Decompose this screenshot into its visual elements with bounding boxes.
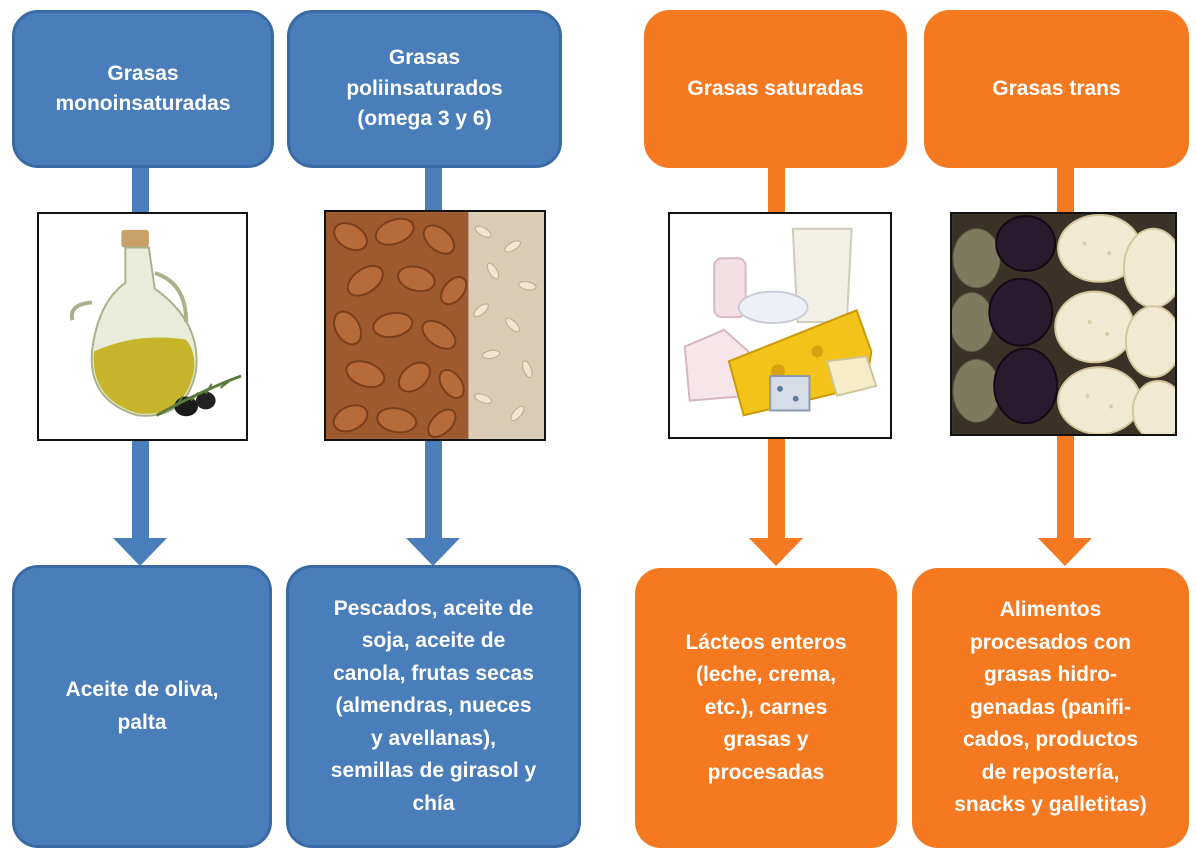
- foods-polyunsaturated: Pescados, aceite de soja, aceite de cano…: [286, 565, 581, 848]
- header-polyunsaturated-label: Grasas poliinsaturados (omega 3 y 6): [346, 46, 503, 131]
- arrow-stem-bottom: [132, 441, 149, 538]
- arrow-stem-bottom: [1057, 436, 1074, 538]
- header-monounsaturated: Grasas monoinsaturadas: [12, 10, 274, 168]
- foods-polyunsaturated-text: Pescados, aceite de soja, aceite de cano…: [330, 596, 537, 815]
- arrow-down-icon: [749, 538, 803, 566]
- olive-oil-jar-icon: [37, 212, 248, 441]
- foods-saturated: Lácteos enteros (leche, crema, etc.), ca…: [635, 568, 897, 848]
- header-polyunsaturated: Grasas poliinsaturados (omega 3 y 6): [287, 10, 562, 168]
- header-saturated-label: Grasas saturadas: [687, 76, 864, 100]
- arrow-down-icon: [406, 538, 460, 566]
- foods-monounsaturated-text: Aceite de oliva, palta: [65, 677, 219, 734]
- header-saturated: Grasas saturadas: [644, 10, 907, 168]
- arrow-stem-bottom: [425, 441, 442, 538]
- cookies-and-crackers-icon: [950, 212, 1177, 436]
- header-trans-label: Grasas trans: [992, 76, 1121, 100]
- header-monounsaturated-label: Grasas monoinsaturadas: [55, 61, 231, 115]
- foods-monounsaturated: Aceite de oliva, palta: [12, 565, 272, 848]
- dairy-and-cheese-icon: [668, 212, 892, 439]
- arrow-stem-bottom: [768, 439, 785, 538]
- arrow-stem-top: [1057, 168, 1074, 212]
- arrow-down-icon: [113, 538, 167, 566]
- foods-trans-text: Alimentos procesados con grasas hidro- g…: [954, 598, 1147, 817]
- foods-saturated-text: Lácteos enteros (leche, crema, etc.), ca…: [685, 630, 847, 784]
- header-trans: Grasas trans: [924, 10, 1189, 168]
- foods-trans: Alimentos procesados con grasas hidro- g…: [912, 568, 1189, 848]
- arrow-stem-top: [768, 168, 785, 212]
- arrow-stem-top: [132, 168, 149, 212]
- arrow-stem-top: [425, 168, 442, 212]
- arrow-down-icon: [1038, 538, 1092, 566]
- almonds-and-seeds-icon: [324, 210, 546, 441]
